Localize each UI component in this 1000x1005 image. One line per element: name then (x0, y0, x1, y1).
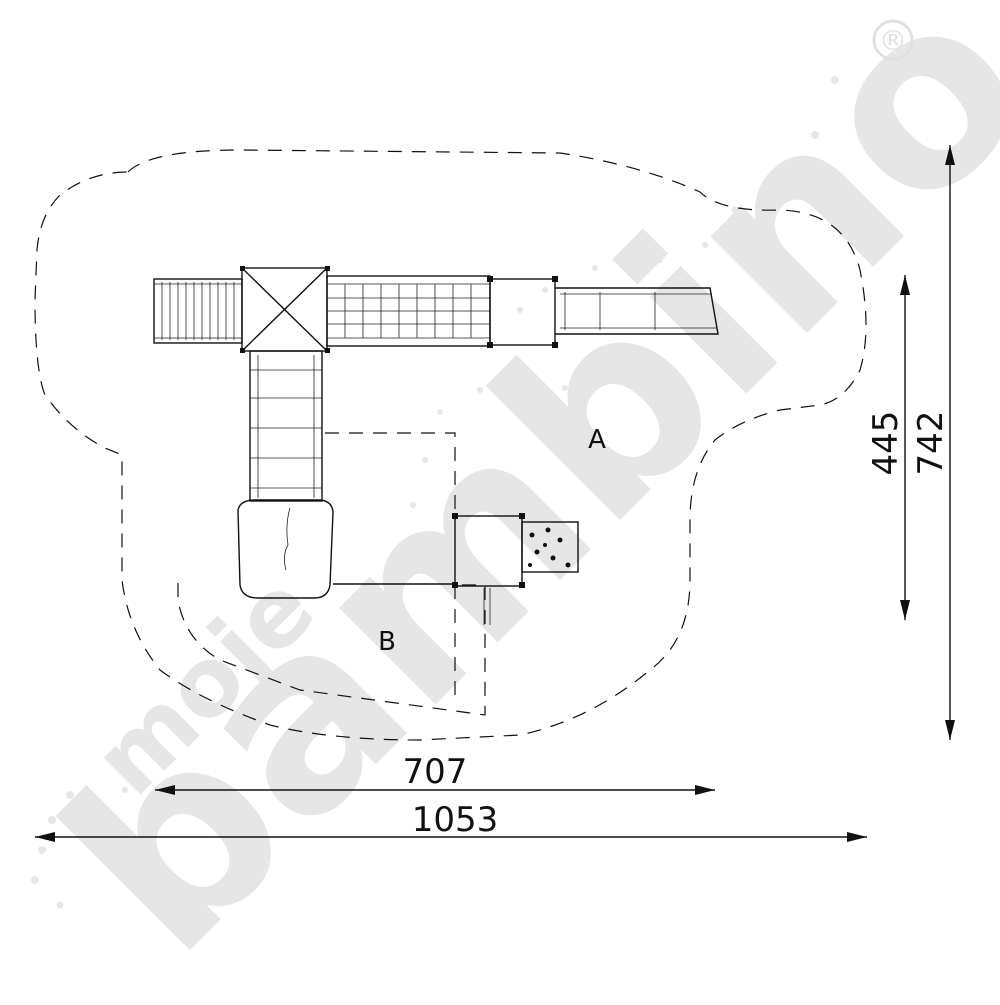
dimension-outer-width: 1053 (35, 800, 867, 842)
zone-a-boundary (325, 432, 456, 700)
watermark: bambino moje ® (11, 0, 1000, 1005)
safety-zone-outline (34, 149, 867, 741)
vertical-climber (249, 350, 323, 502)
watermark-dots (31, 76, 839, 909)
left-ramp (153, 278, 243, 344)
dimension-inner-height-label: 445 (866, 411, 906, 476)
dimension-outer-height-label: 742 (911, 411, 951, 476)
right-platform (487, 276, 558, 348)
zone-label-a: A (588, 425, 606, 455)
rope-bridge (326, 275, 491, 347)
dimension-inner-height: 445 (866, 275, 910, 620)
climbing-wall (521, 521, 579, 573)
slide-right (555, 287, 719, 335)
roof-platform (240, 266, 330, 353)
dimension-outer-width-label: 1053 (412, 800, 499, 840)
dimension-inner-width: 707 (155, 752, 715, 795)
dimension-outer-height: 742 (911, 145, 955, 740)
registered-mark: ® (879, 24, 907, 57)
zone-b-boundary (177, 583, 486, 716)
zone-label-b: B (378, 627, 396, 657)
dimension-inner-width-label: 707 (403, 752, 468, 792)
registered-mark-icon (872, 19, 914, 61)
bottom-left-module (237, 499, 334, 599)
watermark-brand-large: bambino (11, 0, 1000, 1000)
